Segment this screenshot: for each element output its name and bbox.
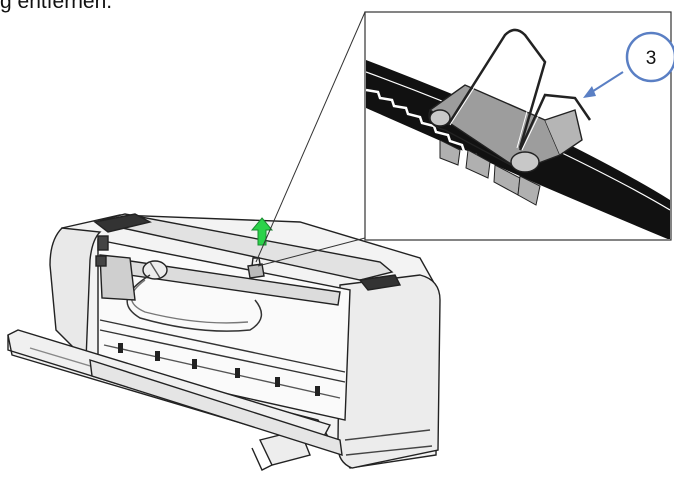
callout-number: 3 xyxy=(646,48,657,69)
top-rear-cover xyxy=(94,213,394,281)
callout-circle xyxy=(625,31,674,83)
green-up-arrow-icon xyxy=(250,217,274,246)
zoom-connector-bottom xyxy=(257,237,366,267)
zoom-connector-top xyxy=(255,11,366,263)
clip-wire-handle-2 xyxy=(518,93,592,151)
tractor-pins xyxy=(118,343,320,396)
callout-badge-3: 3 xyxy=(625,31,674,83)
paper-clip-small xyxy=(247,263,265,279)
clip-wire-handle-1 xyxy=(446,28,547,149)
callout-arrowhead xyxy=(583,86,596,98)
instruction-caption: g entfernen. xyxy=(0,0,113,13)
left-mechanism xyxy=(99,254,136,301)
printer-illustration xyxy=(7,213,441,471)
zoom-inset: 3 xyxy=(364,11,674,241)
